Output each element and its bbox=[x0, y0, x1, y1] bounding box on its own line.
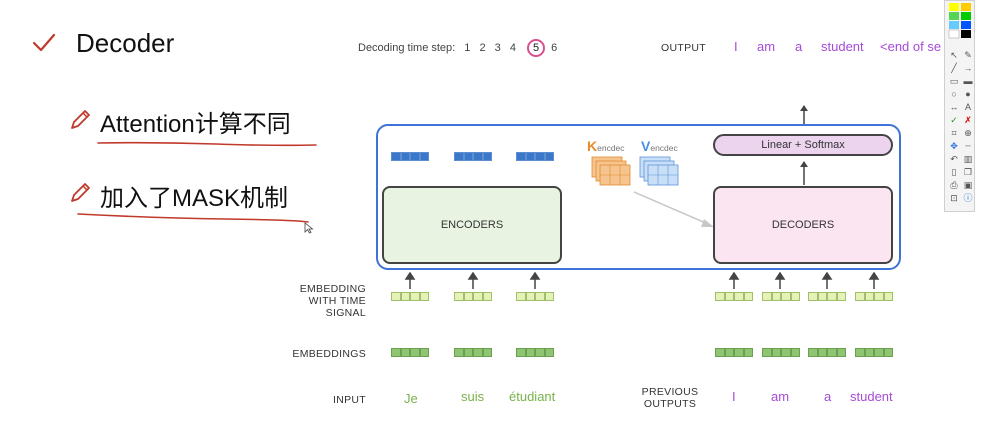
annotation-underline bbox=[97, 141, 317, 147]
previous-output-word: a bbox=[824, 389, 832, 404]
step-1: 1 bbox=[464, 42, 471, 54]
time-embedding-vector bbox=[855, 292, 893, 301]
output-word: a bbox=[795, 39, 803, 54]
input-arrows bbox=[404, 272, 880, 289]
annotation-underline bbox=[77, 213, 309, 223]
input-label: INPUT bbox=[333, 394, 366, 406]
input-word: suis bbox=[461, 389, 485, 404]
previous-outputs-label: PREVIOUS OUTPUTS bbox=[641, 386, 699, 410]
rectangle-icon[interactable]: ▭ bbox=[949, 76, 959, 86]
encoder-output-vector bbox=[454, 152, 492, 161]
filled-ellipse-icon[interactable]: ● bbox=[965, 89, 971, 99]
v-matrix-stack bbox=[639, 156, 679, 186]
trash-icon[interactable]: ▥ bbox=[963, 154, 973, 164]
embedding-vector bbox=[715, 348, 753, 357]
transformer-box bbox=[376, 124, 901, 270]
embedding-time-label: EMBEDDING WITH TIME SIGNAL bbox=[299, 283, 366, 319]
step-3: 3 bbox=[494, 42, 501, 54]
arrow-up bbox=[800, 161, 808, 185]
pointer-icon[interactable]: ↖ bbox=[950, 50, 958, 60]
time-embedding-vector bbox=[762, 292, 800, 301]
previous-output-word: I bbox=[732, 389, 736, 404]
double-arrow-icon[interactable]: ↔ bbox=[949, 102, 959, 112]
crop-icon[interactable]: ⌗ bbox=[951, 128, 957, 138]
filled-rectangle-icon[interactable]: ▬ bbox=[963, 76, 973, 86]
input-word: Je bbox=[404, 391, 418, 406]
linear-softmax-block: Linear + Softmax bbox=[713, 134, 893, 156]
previous-output-word: am bbox=[771, 389, 790, 404]
k-matrix-stack bbox=[591, 156, 631, 186]
line-icon[interactable]: ╱ bbox=[951, 63, 957, 73]
output-word: student bbox=[821, 39, 864, 54]
embedding-vector bbox=[516, 348, 554, 357]
encoders-block: ENCODERS bbox=[382, 186, 562, 264]
slide-title: Decoder bbox=[76, 28, 175, 58]
bullet-mask: 加入了MASK机制 bbox=[100, 185, 289, 212]
time-embedding-vector bbox=[454, 292, 492, 301]
embeddings-label: EMBEDDINGS bbox=[292, 348, 366, 360]
time-embedding-vector bbox=[391, 292, 429, 301]
screenshot-icon[interactable]: ⊡ bbox=[950, 193, 958, 203]
k-encdec-label: Kencdec bbox=[587, 138, 625, 154]
embedding-vector bbox=[808, 348, 846, 357]
mouse-cursor-icon bbox=[304, 222, 314, 234]
dash-icon[interactable]: ┄ bbox=[965, 141, 971, 151]
cross-tool-icon[interactable]: ✗ bbox=[964, 115, 972, 125]
output-word: I bbox=[734, 39, 738, 54]
step-4: 4 bbox=[509, 42, 516, 54]
ellipse-icon[interactable]: ○ bbox=[951, 89, 957, 99]
pen-icon[interactable]: ✎ bbox=[964, 50, 972, 60]
embedding-vector bbox=[762, 348, 800, 357]
input-word: étudiant bbox=[509, 389, 556, 404]
annotation-toolbar: ↖ ✎ ╱ → ▭ ▬ ○ ● ↔ A ✓ ✗ ⌗ ⊕ ✥ ┄ ↶ ▥ ▯ ❐ ⎙ ▣ ⊡ ⓘ bbox=[944, 0, 975, 212]
zoom-icon[interactable]: ⊕ bbox=[964, 128, 972, 138]
move-icon[interactable]: ✥ bbox=[950, 141, 958, 151]
arrow-right-icon[interactable]: → bbox=[963, 63, 973, 73]
output-word: <end of sentence> bbox=[880, 39, 942, 54]
arrow-up bbox=[800, 105, 808, 125]
color-palette[interactable] bbox=[948, 3, 972, 47]
encoder-output-vector bbox=[391, 152, 429, 161]
undo-icon[interactable]: ↶ bbox=[950, 154, 958, 164]
copy-icon[interactable]: ❐ bbox=[963, 167, 973, 177]
output-label: OUTPUT bbox=[661, 42, 706, 54]
step-6: 6 bbox=[551, 42, 558, 54]
output-word: am bbox=[757, 39, 776, 54]
decoders-block: DECODERS bbox=[713, 186, 893, 264]
pencil-icon bbox=[71, 110, 90, 129]
save-icon[interactable]: ▣ bbox=[963, 180, 973, 190]
toolbar-tools: ↖ ✎ ╱ → ▭ ▬ ○ ● ↔ A ✓ ✗ ⌗ ⊕ ✥ ┄ ↶ ▥ ▯ ❐ ⎙ ▣ ⊡ ⓘ bbox=[948, 49, 974, 204]
step-5-current: 5 bbox=[527, 39, 546, 57]
embedding-vector bbox=[391, 348, 429, 357]
time-embedding-vector bbox=[715, 292, 753, 301]
info-icon[interactable]: ⓘ bbox=[963, 193, 973, 203]
kv-to-decoder-arrow bbox=[633, 191, 714, 227]
v-encdec-label: Vencdec bbox=[641, 138, 678, 154]
time-embedding-vector bbox=[516, 292, 554, 301]
text-tool-icon[interactable]: A bbox=[964, 102, 971, 112]
encoder-output-vector bbox=[516, 152, 554, 161]
previous-output-word: student bbox=[850, 389, 893, 404]
checkmark-tool-icon[interactable]: ✓ bbox=[950, 115, 958, 125]
print-icon[interactable]: ⎙ bbox=[950, 180, 958, 190]
decoding-label: Decoding time step: bbox=[358, 42, 456, 54]
step-2: 2 bbox=[479, 42, 486, 54]
time-embedding-vector bbox=[808, 292, 846, 301]
pencil-icon bbox=[71, 183, 90, 202]
decoding-time-step: Decoding time step: 1 2 3 4 5 6 bbox=[358, 39, 563, 57]
new-page-icon[interactable]: ▯ bbox=[951, 167, 957, 177]
embedding-vector bbox=[454, 348, 492, 357]
bullet-attention: Attention计算不同 bbox=[100, 111, 291, 138]
embedding-vector bbox=[855, 348, 893, 357]
check-icon bbox=[32, 33, 56, 52]
